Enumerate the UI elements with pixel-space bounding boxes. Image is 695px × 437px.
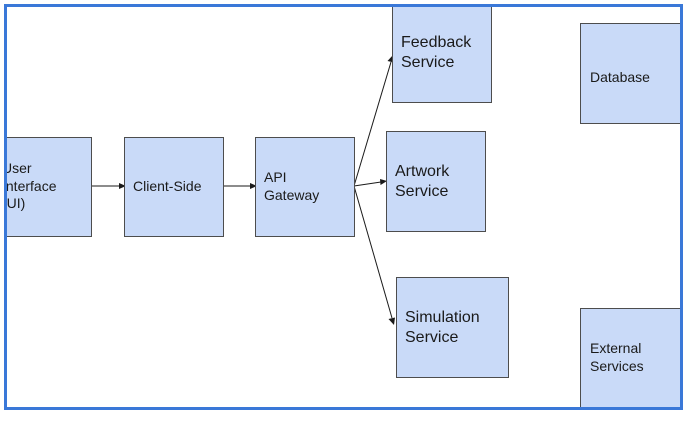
- database-node-label: Database: [590, 69, 650, 85]
- artwork-service-node-label: Artwork Service: [395, 163, 450, 200]
- artwork-service-node: Artwork Service: [386, 131, 486, 232]
- feedback-service-node-label: Feedback Service: [401, 34, 472, 71]
- external-services-node: External Services: [580, 308, 680, 407]
- feedback-service-node: Feedback Service: [392, 7, 492, 103]
- ui-node-label: User Interface (UI): [4, 160, 57, 211]
- client-side-node: Client-Side: [124, 137, 224, 237]
- diagram-frame: User Interface (UI) Client-Side API Gate…: [4, 4, 683, 410]
- arrowhead-gateway-to-simulation: [388, 317, 395, 325]
- arrow-gateway-to-artwork: [353, 181, 382, 187]
- ui-node: User Interface (UI): [4, 137, 92, 237]
- external-services-node-label: External Services: [590, 340, 644, 374]
- simulation-service-node-label: Simulation Service: [405, 309, 480, 346]
- api-gateway-node: API Gateway: [255, 137, 355, 237]
- api-gateway-node-label: API Gateway: [264, 169, 320, 203]
- simulation-service-node: Simulation Service: [396, 277, 509, 378]
- database-node: Database: [580, 23, 680, 124]
- client-side-node-label: Client-Side: [133, 178, 202, 194]
